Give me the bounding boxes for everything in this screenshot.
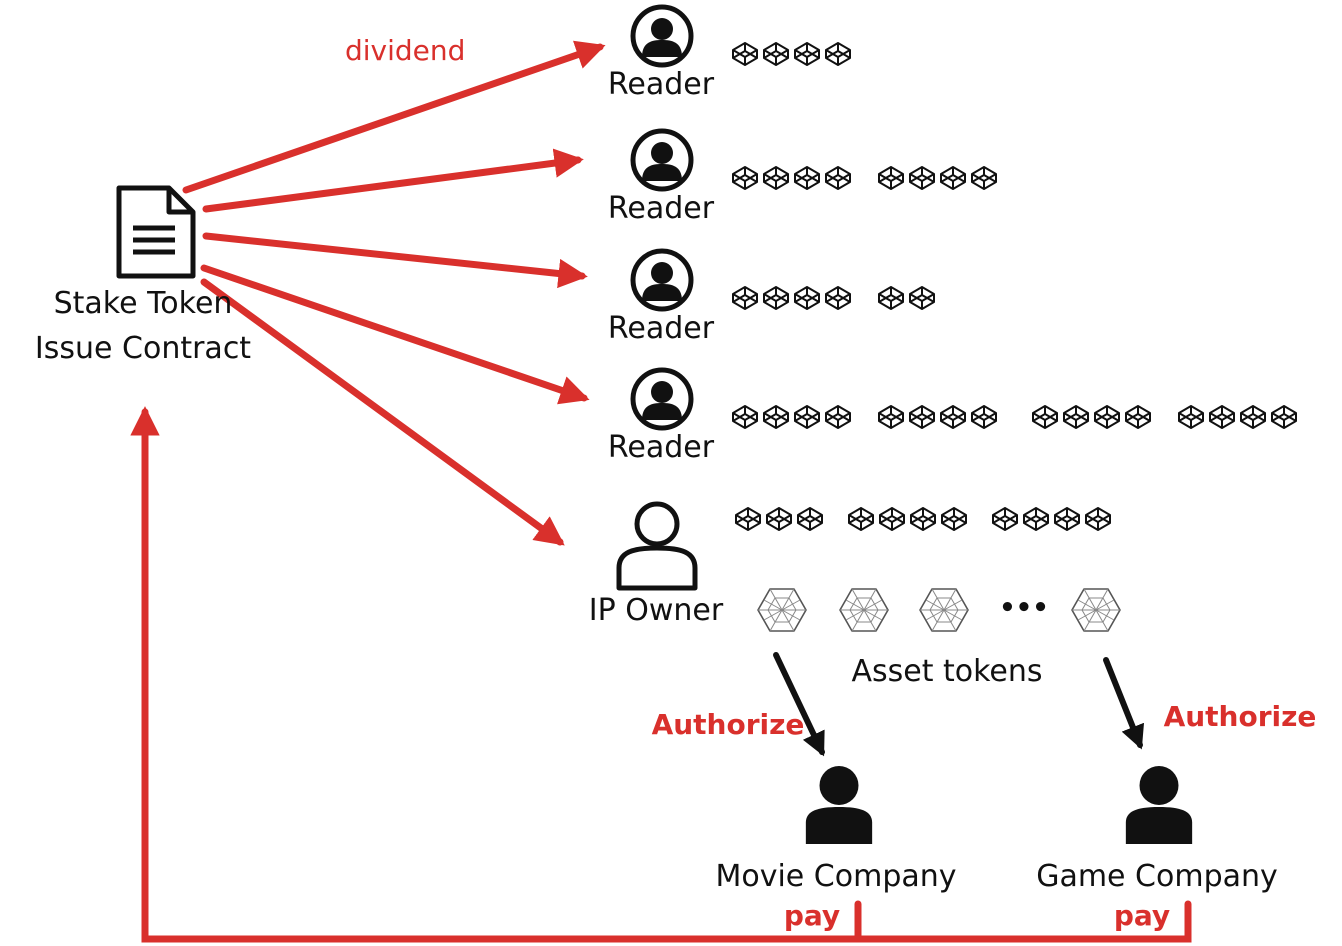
reader-node: Reader bbox=[608, 7, 715, 102]
authorize-label-game: Authorize bbox=[1164, 700, 1317, 733]
authorize-arrow-game bbox=[1103, 657, 1145, 750]
contract-node: Stake Token Issue Contract bbox=[35, 188, 251, 366]
hexagon-token-icon bbox=[919, 588, 969, 632]
reader-node: Reader bbox=[608, 131, 715, 226]
dividend-arrow-reader-2 bbox=[202, 148, 584, 213]
game-company-label: Game Company bbox=[1036, 859, 1278, 894]
codepen-cube-icon bbox=[941, 507, 967, 531]
codepen-cube-icon bbox=[766, 507, 792, 531]
codepen-cube-icon bbox=[732, 405, 758, 429]
user-circle-icon bbox=[633, 7, 691, 65]
codepen-cube-icon bbox=[848, 507, 874, 531]
codepen-cube-icon bbox=[1094, 405, 1120, 429]
codepen-cube-icon bbox=[763, 405, 789, 429]
movie-company-node: Movie Company bbox=[715, 766, 957, 894]
user-outline-icon bbox=[619, 504, 695, 588]
movie-company-label: Movie Company bbox=[715, 859, 956, 894]
codepen-cube-icon bbox=[735, 507, 761, 531]
codepen-cube-icon bbox=[1054, 507, 1080, 531]
codepen-cube-icon bbox=[1209, 405, 1235, 429]
pay-return-arrow bbox=[130, 406, 1192, 943]
reader-label: Reader bbox=[608, 67, 715, 102]
codepen-cube-icon bbox=[909, 166, 935, 190]
user-solid-icon bbox=[1125, 766, 1193, 844]
codepen-cube-icon bbox=[1125, 405, 1151, 429]
user-circle-icon bbox=[633, 251, 691, 309]
codepen-cube-icon bbox=[1240, 405, 1266, 429]
ip-owner-stake-tokens bbox=[735, 507, 1111, 531]
reader-node: Reader bbox=[608, 251, 715, 346]
codepen-cube-icon bbox=[732, 166, 758, 190]
codepen-cube-icon bbox=[1023, 507, 1049, 531]
codepen-cube-icon bbox=[1032, 405, 1058, 429]
codepen-cube-icon bbox=[1085, 507, 1111, 531]
codepen-cube-icon bbox=[910, 507, 936, 531]
hexagon-token-icon bbox=[1071, 588, 1121, 632]
codepen-cube-icon bbox=[797, 507, 823, 531]
codepen-cube-icon bbox=[940, 166, 966, 190]
codepen-cube-icon bbox=[1063, 405, 1089, 429]
codepen-cube-icon bbox=[794, 286, 820, 310]
asset-tokens-row: ••• Asset tokens bbox=[757, 588, 1121, 689]
pay-label-game: pay bbox=[1114, 899, 1170, 932]
dividend-arrow-reader-3 bbox=[202, 232, 588, 289]
reader-node: Reader bbox=[608, 370, 715, 465]
contract-label-line2: Issue Contract bbox=[35, 331, 251, 366]
ip-owner-node: IP Owner bbox=[589, 504, 724, 628]
dividend-arrow-reader-1 bbox=[182, 40, 606, 194]
pay-label-movie: pay bbox=[784, 899, 840, 932]
reader-label: Reader bbox=[608, 430, 715, 465]
codepen-cube-icon bbox=[878, 166, 904, 190]
dividend-label: dividend bbox=[345, 34, 465, 67]
authorize-label-movie: Authorize bbox=[652, 708, 805, 741]
ip-owner-label: IP Owner bbox=[589, 593, 724, 628]
codepen-cube-icon bbox=[971, 166, 997, 190]
reader-label: Reader bbox=[608, 311, 715, 346]
codepen-cube-icon bbox=[971, 405, 997, 429]
codepen-cube-icon bbox=[878, 286, 904, 310]
dividend-arrow-ip-owner bbox=[200, 278, 565, 546]
codepen-cube-icon bbox=[825, 42, 851, 66]
game-company-node: Game Company bbox=[1036, 766, 1278, 894]
codepen-cube-icon bbox=[1178, 405, 1204, 429]
contract-label-line1: Stake Token bbox=[54, 286, 233, 321]
codepen-cube-icon bbox=[763, 286, 789, 310]
codepen-cube-icon bbox=[732, 42, 758, 66]
codepen-cube-icon bbox=[763, 166, 789, 190]
codepen-cube-icon bbox=[794, 166, 820, 190]
codepen-cube-icon bbox=[825, 405, 851, 429]
codepen-cube-icon bbox=[909, 405, 935, 429]
document-icon bbox=[119, 188, 193, 276]
codepen-cube-icon bbox=[1271, 405, 1297, 429]
codepen-cube-icon bbox=[879, 507, 905, 531]
codepen-cube-icon bbox=[763, 42, 789, 66]
user-circle-icon bbox=[633, 131, 691, 189]
codepen-cube-icon bbox=[909, 286, 935, 310]
dividend-arrow-reader-4 bbox=[200, 264, 590, 405]
codepen-cube-icon bbox=[794, 42, 820, 66]
hexagon-token-icon bbox=[757, 588, 807, 632]
codepen-cube-icon bbox=[992, 507, 1018, 531]
asset-tokens-label: Asset tokens bbox=[851, 654, 1042, 689]
user-solid-icon bbox=[805, 766, 873, 844]
hexagon-token-icon bbox=[839, 588, 889, 632]
authorize-arrow-movie bbox=[773, 652, 825, 757]
asset-tokens-ellipsis: ••• bbox=[999, 593, 1049, 623]
codepen-cube-icon bbox=[825, 286, 851, 310]
codepen-cube-icon bbox=[732, 286, 758, 310]
codepen-cube-icon bbox=[940, 405, 966, 429]
codepen-cube-icon bbox=[794, 405, 820, 429]
codepen-cube-icon bbox=[878, 405, 904, 429]
user-circle-icon bbox=[633, 370, 691, 428]
codepen-cube-icon bbox=[825, 166, 851, 190]
reader-label: Reader bbox=[608, 191, 715, 226]
